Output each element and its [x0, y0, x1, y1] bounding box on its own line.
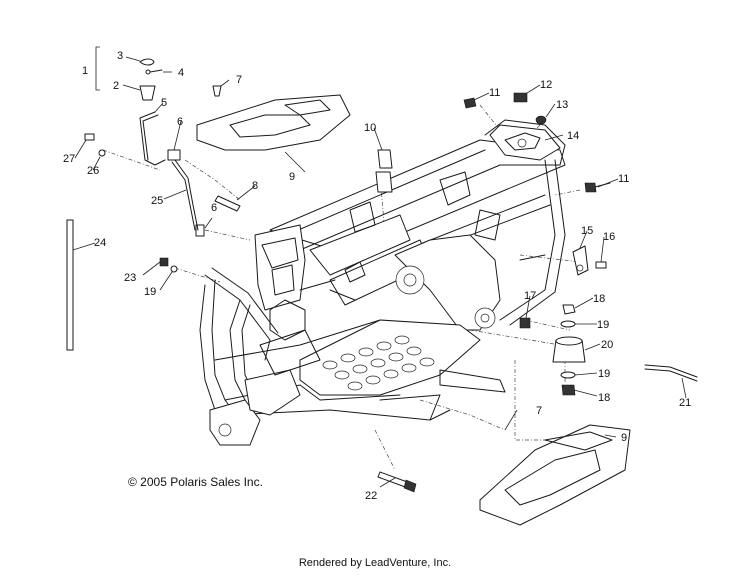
part-11-bolt: [463, 97, 611, 193]
callout-19c: 19: [144, 286, 156, 298]
callout-12: 12: [540, 79, 552, 91]
part-15-bracket: [572, 245, 589, 276]
callout-2: 2: [113, 80, 119, 92]
callout-20: 20: [601, 339, 613, 351]
callout-13: 13: [556, 99, 568, 111]
part-23-nut: [159, 257, 169, 267]
callout-1: 1: [82, 65, 88, 77]
callout-23: 23: [124, 272, 136, 284]
part-2-cap: [139, 85, 156, 101]
part-13-grommet: [535, 115, 547, 125]
callout-14: 14: [567, 130, 579, 142]
callout-9b: 9: [621, 432, 627, 444]
part-9-upper-plate: [196, 94, 351, 151]
part-9-lower-plate: [479, 424, 631, 526]
part-21-strap: [644, 364, 698, 382]
callout-7a: 7: [236, 74, 242, 86]
callout-3: 3: [117, 50, 123, 62]
callout-9a: 9: [289, 171, 295, 183]
part-20-damper: [552, 336, 586, 363]
part-25-cable: [171, 159, 199, 231]
callout-18a: 18: [593, 293, 605, 305]
callout-19a: 19: [597, 319, 609, 331]
callout-21: 21: [679, 397, 691, 409]
part-12-plug: [513, 92, 528, 103]
part-5-rod: [139, 111, 166, 166]
main-frame: [199, 119, 566, 446]
part-16-screw: [595, 261, 607, 269]
callout-6a: 6: [177, 116, 183, 128]
part-17-nut: [519, 317, 531, 329]
callout-10: 10: [364, 122, 376, 134]
part-22-bolt: [377, 471, 417, 493]
callout-18b: 18: [598, 392, 610, 404]
callout-16: 16: [603, 231, 615, 243]
callout-6b: 6: [211, 202, 217, 214]
callout-11b: 11: [618, 173, 629, 185]
callout-17: 17: [524, 290, 536, 302]
callout-25: 25: [151, 195, 163, 207]
part-4-pin: [145, 69, 163, 75]
callout-11a: 11: [489, 87, 500, 99]
callout-7b: 7: [536, 405, 542, 417]
callout-labels: 1 2 3 4 5 6 6 7 7 8 9 9 10 11 11 12 13 1…: [63, 50, 691, 502]
callout-15: 15: [581, 225, 593, 237]
part-27-bolt: [84, 133, 95, 141]
callout-8: 8: [252, 180, 258, 192]
part-18-nut-upper: [562, 304, 576, 315]
callout-26: 26: [87, 165, 99, 177]
part-7-screw: [212, 85, 222, 97]
callout-27: 27: [63, 153, 75, 165]
leader-lines: [72, 56, 687, 488]
part-1-bracket: [95, 46, 100, 91]
callout-4: 4: [178, 67, 184, 79]
callout-5: 5: [161, 97, 167, 109]
part-18-nut-lower: [561, 384, 576, 396]
part-10-bushings: [375, 149, 393, 193]
tray-holes: [322, 335, 435, 391]
callout-22: 22: [365, 490, 377, 502]
copyright-notice: © 2005 Polaris Sales Inc.: [128, 475, 263, 489]
part-6-clamp: [167, 149, 205, 237]
part-24-long-bolt: [66, 219, 74, 351]
part-8-pin: [214, 195, 241, 212]
rendered-by-credit: Rendered by LeadVenture, Inc.: [298, 557, 452, 569]
callout-19b: 19: [598, 368, 610, 380]
part-26-washer: [98, 149, 106, 157]
callout-24: 24: [94, 237, 106, 249]
part-3-clip: [139, 58, 155, 66]
